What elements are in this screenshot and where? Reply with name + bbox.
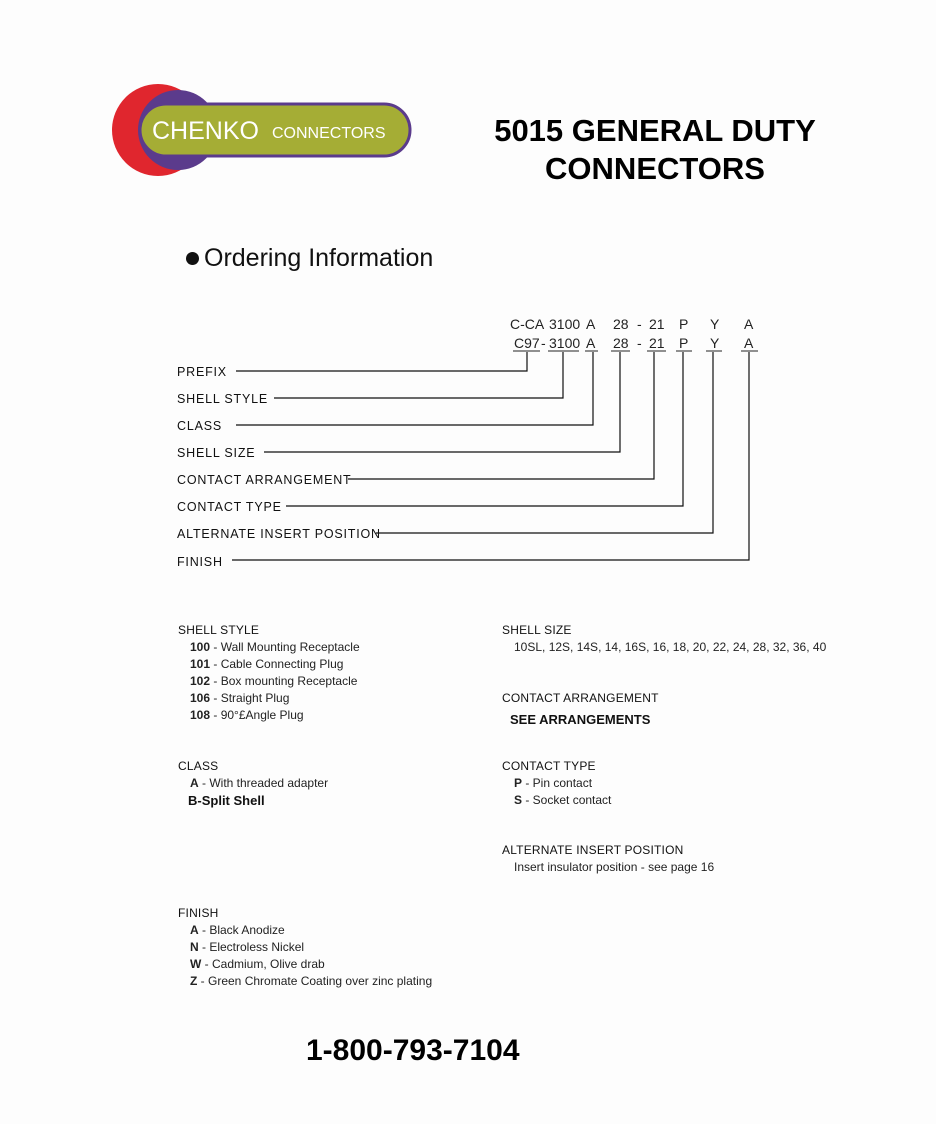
code2-class: A <box>586 335 596 351</box>
list-item: 108 - 90°£Angle Plug <box>190 708 304 722</box>
section-heading-text: Ordering Information <box>204 244 434 272</box>
list-item: 101 - Cable Connecting Plug <box>190 657 344 671</box>
logo-pill <box>138 102 412 158</box>
code2-dash2: - <box>637 335 642 351</box>
alternate-insert-block: ALTERNATE INSERT POSITION Insert insulat… <box>502 842 714 876</box>
callout-prefix: PREFIX <box>177 365 227 379</box>
code2-arr: 21 <box>649 335 665 351</box>
code2-alt: Y <box>710 335 720 351</box>
code2-finish: A <box>744 335 754 351</box>
list-item: A - Black Anodize <box>190 923 285 937</box>
list-item: 106 - Straight Plug <box>190 691 290 705</box>
callout-labels: PREFIX SHELL STYLE CLASS SHELL SIZE CONT… <box>177 365 381 569</box>
shell-size-block: SHELL SIZE 10SL, 12S, 14S, 14, 16S, 16, … <box>502 622 826 656</box>
list-item: W - Cadmium, Olive drab <box>190 957 325 971</box>
bullet-icon <box>186 252 199 265</box>
finish-block: FINISH A - Black Anodize N - Electroless… <box>178 905 432 990</box>
logo-sub: CONNECTORS <box>272 125 386 142</box>
code1-arr: 21 <box>649 316 665 332</box>
code1-style: 3100 <box>549 316 580 332</box>
contact-arrangement-block: CONTACT ARRANGEMENT SEE ARRANGEMENTS <box>502 690 659 728</box>
leader-lines <box>232 352 750 561</box>
shell-style-block: SHELL STYLE 100 - Wall Mounting Receptac… <box>178 622 360 724</box>
list-item: A - With threaded adapter <box>190 776 329 790</box>
callout-contact-arrangement: CONTACT ARRANGEMENT <box>177 473 351 487</box>
alternate-insert-heading: ALTERNATE INSERT POSITION <box>502 843 684 857</box>
callout-class: CLASS <box>177 419 222 433</box>
contact-type-block: CONTACT TYPE P - Pin contact S - Socket … <box>502 758 611 809</box>
list-item: 102 - Box mounting Receptacle <box>190 674 358 688</box>
list-item: S - Socket contact <box>514 793 612 807</box>
code2-type: P <box>679 335 688 351</box>
alternate-insert-value: Insert insulator position - see page 16 <box>514 860 715 874</box>
chenko-logo: CHENKO CONNECTORS <box>112 84 412 176</box>
code1-size: 28 <box>613 316 629 332</box>
code1-prefix: C-CA <box>510 316 545 332</box>
code2-prefix: C97 <box>514 335 540 351</box>
code1-dash: - <box>637 316 642 332</box>
callout-shell-style: SHELL STYLE <box>177 392 268 406</box>
phone-number: 1-800-793-7104 <box>306 1034 520 1067</box>
part-code-row-1: C-CA 3100 A 28 - 21 P Y A <box>510 316 754 332</box>
class-heading: CLASS <box>178 759 219 773</box>
list-item: Z - Green Chromate Coating over zinc pla… <box>190 974 433 988</box>
callout-shell-size: SHELL SIZE <box>177 446 255 460</box>
ordering-information-heading: Ordering Information <box>186 244 433 273</box>
code2-size: 28 <box>613 335 629 351</box>
callout-alternate-insert: ALTERNATE INSERT POSITION <box>177 527 381 541</box>
class-block: CLASS A - With threaded adapter B-Split … <box>178 758 328 809</box>
callout-finish: FINISH <box>177 555 223 569</box>
code2-dash1: - <box>541 335 546 351</box>
title-line-1: 5015 GENERAL DUTY <box>494 113 816 148</box>
shell-style-heading: SHELL STYLE <box>178 623 260 637</box>
list-item: 100 - Wall Mounting Receptacle <box>190 640 360 654</box>
part-code-row-2: C97 - 3100 A 28 - 21 P Y A <box>514 335 754 351</box>
code1-class: A <box>586 316 596 332</box>
shell-size-values: 10SL, 12S, 14S, 14, 16S, 16, 18, 20, 22,… <box>514 640 827 654</box>
code1-finish: A <box>744 316 754 332</box>
code1-alt: Y <box>710 316 720 332</box>
finish-heading: FINISH <box>178 906 219 920</box>
contact-arrangement-heading: CONTACT ARRANGEMENT <box>502 691 659 705</box>
title-line-2: CONNECTORS <box>545 151 765 186</box>
list-item: P - Pin contact <box>514 776 593 790</box>
class-extra: B-Split Shell <box>188 793 265 808</box>
page-title: 5015 GENERAL DUTY CONNECTORS <box>470 112 840 188</box>
ordering-code-diagram: C-CA 3100 A 28 - 21 P Y A C97 - 3100 A 2… <box>177 316 758 569</box>
contact-arrangement-value: SEE ARRANGEMENTS <box>510 712 651 727</box>
shell-size-heading: SHELL SIZE <box>502 623 572 637</box>
code1-type: P <box>679 316 688 332</box>
list-item: N - Electroless Nickel <box>190 940 305 954</box>
callout-contact-type: CONTACT TYPE <box>177 500 282 514</box>
logo-brand: CHENKO <box>152 117 259 145</box>
code2-style: 3100 <box>549 335 580 351</box>
contact-type-heading: CONTACT TYPE <box>502 759 596 773</box>
